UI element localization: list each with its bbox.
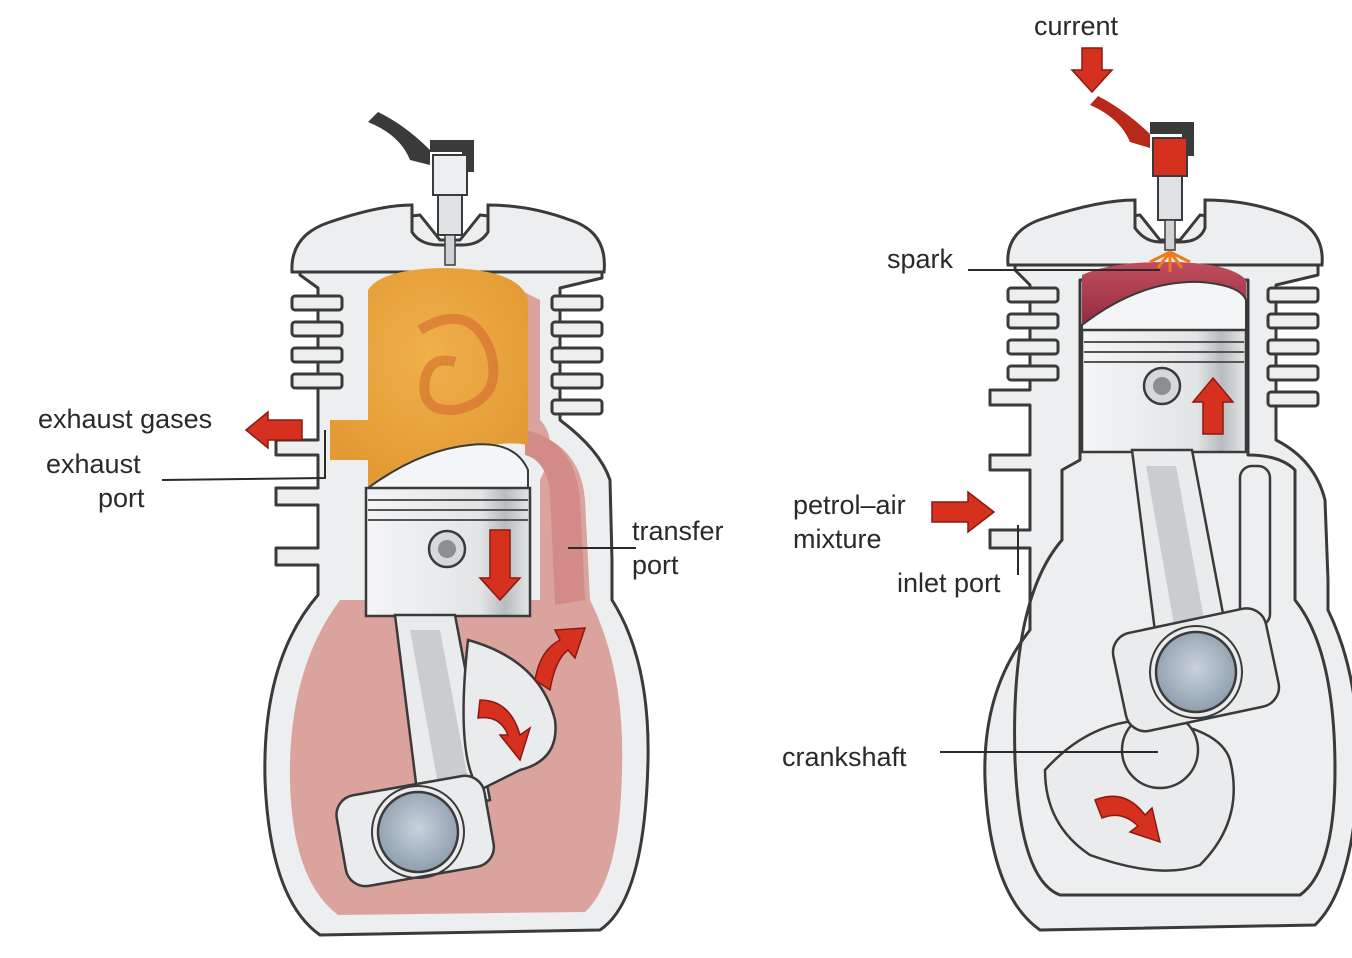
right-intake-arrow-icon [932, 492, 994, 532]
label-petrol-air-line2: mixture [793, 524, 882, 554]
right-current-arrow-icon [1072, 48, 1112, 92]
label-inlet-port: inlet port [897, 568, 1001, 598]
label-exhaust-gases: exhaust gases [38, 404, 212, 434]
label-petrol-air-line1: petrol–air [793, 490, 906, 520]
label-current: current [1034, 11, 1119, 41]
right-engine [932, 48, 1352, 930]
label-transfer-port-line2: port [632, 550, 679, 580]
label-exhaust-port-line1: exhaust [46, 449, 141, 479]
left-engine [246, 112, 648, 935]
label-transfer-port-line1: transfer [632, 516, 724, 546]
label-crankshaft: crankshaft [782, 742, 907, 772]
label-spark: spark [887, 244, 954, 274]
label-exhaust-port-line2: port [98, 483, 145, 513]
right-transfer-slot [1240, 466, 1270, 626]
